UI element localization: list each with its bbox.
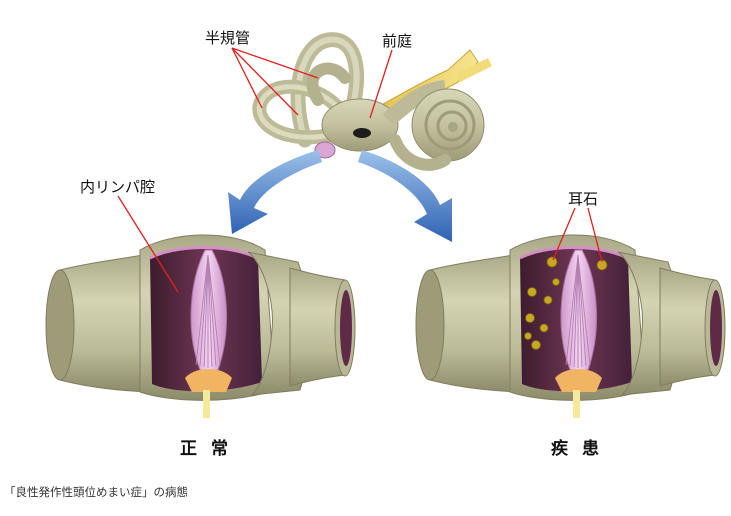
normal-canal-illustration [45, 234, 356, 418]
leader-lines-top [231, 47, 393, 119]
otolith-particles [524, 256, 608, 350]
labyrinth-illustration [252, 32, 492, 171]
leader-line-endolymph [117, 195, 179, 293]
arrow-to-normal [228, 150, 322, 234]
disease-canal-illustration [415, 234, 726, 418]
label-normal: 正常 [180, 439, 242, 459]
arrow-to-disease [358, 150, 452, 242]
label-otoliths: 耳石 [568, 190, 599, 208]
label-endolymph-cavity: 内リンパ腔 [80, 178, 156, 196]
label-disease: 疾患 [551, 439, 613, 459]
figure-caption: 「良性発作性頭位めまい症」の病態 [4, 485, 188, 499]
label-semicircular-canals: 半規管 [205, 29, 251, 47]
leader-lines-otolith [552, 207, 603, 263]
label-vestibule: 前庭 [382, 32, 413, 50]
